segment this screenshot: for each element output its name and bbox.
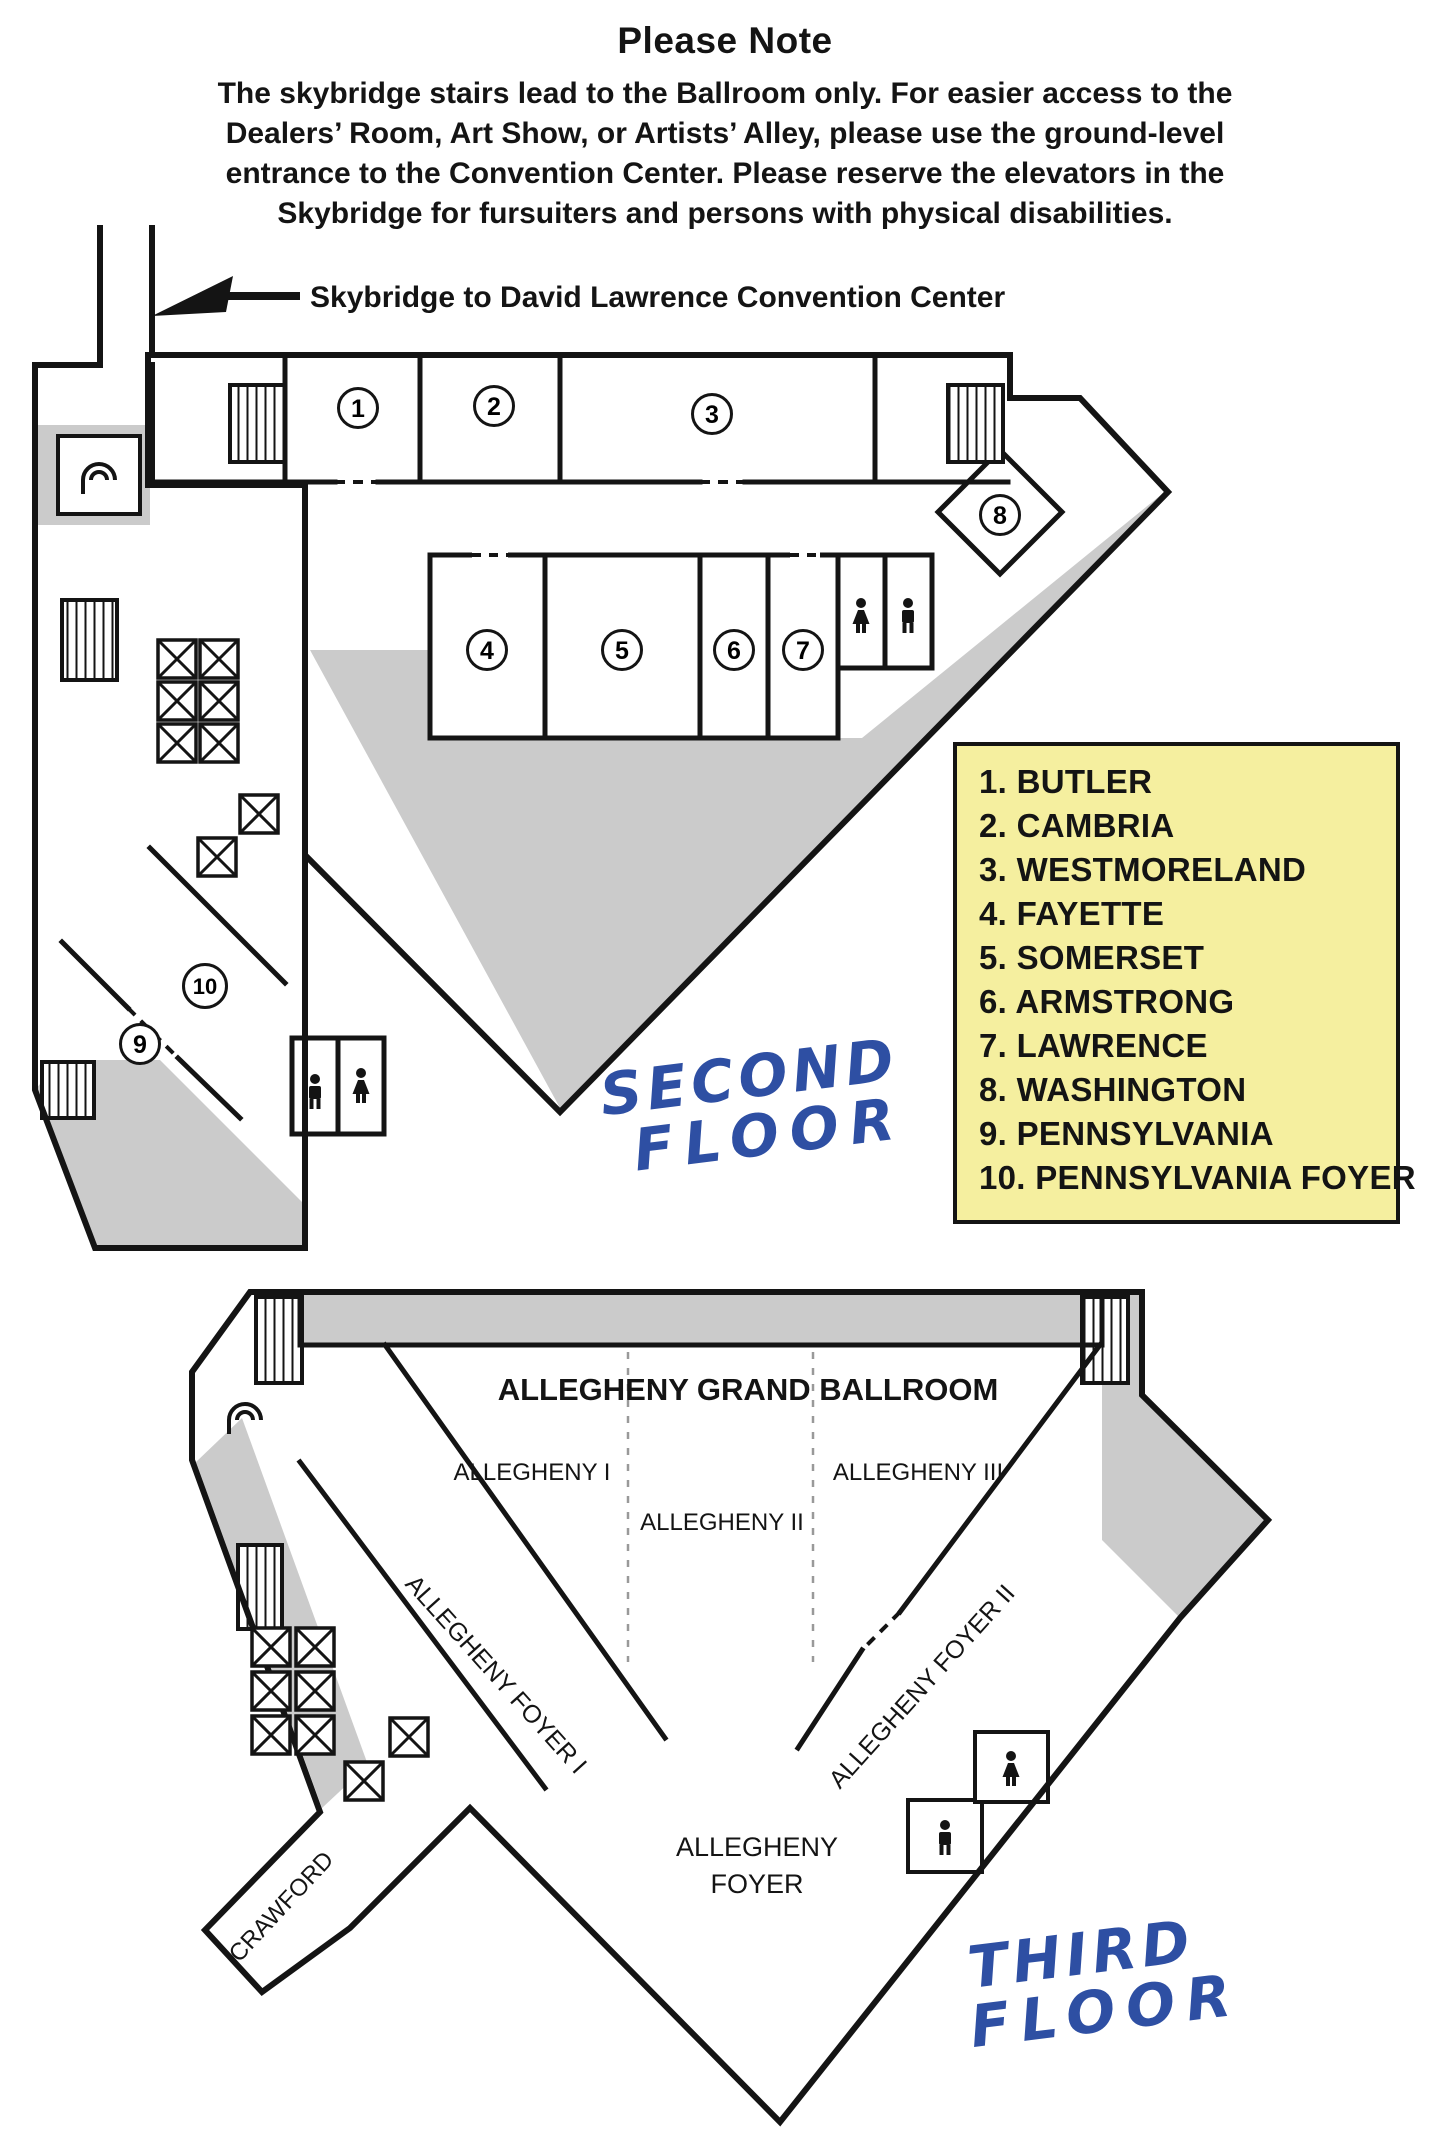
legend-item-pennsylvania: 9. PENNSYLVANIA bbox=[979, 1115, 1274, 1152]
third-floor-interior-walls bbox=[296, 1289, 1105, 1792]
elevator-x-icon bbox=[156, 680, 198, 722]
elevator-x-icon bbox=[238, 793, 280, 835]
elevator-x-icon bbox=[198, 680, 240, 722]
door-openings-dashed bbox=[126, 480, 745, 1060]
stairs-hatch-icon bbox=[236, 1543, 284, 1631]
room-marker-6: 6 bbox=[713, 629, 755, 671]
stairs-hatch-icon bbox=[40, 1060, 96, 1120]
legend-item-lawrence: 7. LAWRENCE bbox=[979, 1027, 1208, 1064]
svg-text:6: 6 bbox=[727, 637, 741, 665]
skybridge-callout: Skybridge to David Lawrence Convention C… bbox=[152, 276, 1005, 316]
elevator-x-icon bbox=[250, 1670, 292, 1712]
ballroom-section-dividers bbox=[626, 1352, 815, 1662]
legend-item-pennsylvania-foyer: 10. PENNSYLVANIA FOYER bbox=[979, 1159, 1416, 1196]
second-floor-outer-walls bbox=[32, 225, 1173, 1251]
legend-item-somerset: 5. SOMERSET bbox=[979, 939, 1205, 976]
allegheny-foyer-label-line1: ALLEGHENY bbox=[676, 1832, 838, 1862]
grand-ballroom-label: ALLEGHENY GRAND BALLROOM bbox=[498, 1372, 999, 1407]
stairs-hatch-icon bbox=[1080, 1295, 1130, 1385]
elevator-x-icon bbox=[343, 1760, 385, 1802]
room-marker-10: 10 bbox=[182, 963, 228, 1009]
svg-text:7: 7 bbox=[796, 637, 810, 665]
west-wing-corridor-shading bbox=[35, 1060, 305, 1248]
legend-item-fayette: 4. FAYETTE bbox=[979, 895, 1165, 932]
please-note: Please Note The skybridge stairs lead to… bbox=[0, 20, 1450, 234]
room-marker-4: 4 bbox=[466, 629, 508, 671]
east-corridor-shading bbox=[1102, 1292, 1268, 1618]
room-marker-7: 7 bbox=[782, 629, 824, 671]
west-wing-outline bbox=[32, 362, 308, 1251]
note-title: Please Note bbox=[617, 20, 833, 61]
allegheny-foyer-label-line2: FOYER bbox=[710, 1869, 803, 1899]
room-marker-1: 1 bbox=[337, 387, 379, 429]
ballroom-door-dashed bbox=[860, 1610, 902, 1652]
stairs-group bbox=[40, 383, 1005, 1120]
elevator-x-icon bbox=[198, 722, 240, 764]
elevator-x-icon bbox=[388, 1716, 430, 1758]
elevator-x-icon bbox=[294, 1670, 336, 1712]
elevator-bank bbox=[156, 638, 280, 878]
room-marker-5: 5 bbox=[601, 629, 643, 671]
elevator-x-icon bbox=[156, 722, 198, 764]
room-marker-9: 9 bbox=[119, 1023, 161, 1065]
legend-item-westmoreland: 3. WESTMORELAND bbox=[979, 851, 1307, 888]
stairs-hatch-icon bbox=[60, 598, 119, 682]
restroom-room bbox=[906, 1798, 984, 1874]
svg-text:10: 10 bbox=[193, 974, 217, 999]
arrow-left-icon bbox=[152, 276, 233, 316]
stairs-hatch-icon bbox=[254, 1295, 304, 1385]
allegheny-2-label: ALLEGHENY II bbox=[640, 1509, 804, 1536]
legend-item-butler: 1. BUTLER bbox=[979, 763, 1153, 800]
skybridge-corridor-walls bbox=[97, 225, 155, 368]
room-number-markers: 1 2 3 4 5 6 7 8 9 10 bbox=[119, 385, 1021, 1065]
escalator-box bbox=[56, 434, 142, 516]
elevator-x-icon bbox=[294, 1714, 336, 1756]
note-body: The skybridge stairs lead to the Ballroo… bbox=[217, 77, 1233, 230]
second-floor-corridor-shading bbox=[310, 494, 1162, 1108]
stairs-hatch-icon bbox=[946, 383, 1005, 464]
svg-text:5: 5 bbox=[615, 637, 629, 665]
svg-text:8: 8 bbox=[993, 502, 1007, 530]
room-marker-2: 2 bbox=[473, 385, 515, 427]
room-marker-8: 8 bbox=[979, 494, 1021, 536]
room-marker-3: 3 bbox=[691, 393, 733, 435]
svg-text:9: 9 bbox=[133, 1031, 147, 1059]
ballroom-back-corridor-shading bbox=[300, 1295, 1102, 1345]
svg-text:2: 2 bbox=[487, 393, 501, 421]
allegheny-3-label: ALLEGHENY III bbox=[833, 1459, 1003, 1486]
svg-text:4: 4 bbox=[480, 637, 494, 665]
elevator-x-icon bbox=[196, 836, 238, 878]
elevator-x-icon bbox=[156, 638, 198, 680]
legend-item-cambria: 2. CAMBRIA bbox=[979, 807, 1175, 844]
second-floor-interior-walls bbox=[58, 355, 1011, 1137]
room-legend: 1. BUTLER 2. CAMBRIA 3. WESTMORELAND 4. … bbox=[953, 742, 1416, 1224]
skybridge-label: Skybridge to David Lawrence Convention C… bbox=[310, 281, 1005, 314]
elevator-x-icon bbox=[250, 1714, 292, 1756]
second-floor-plan: Skybridge to David Lawrence Convention C… bbox=[32, 225, 1173, 1251]
third-floor-labels: ALLEGHENY GRAND BALLROOM ALLEGHENY I ALL… bbox=[224, 1372, 1021, 1967]
svg-text:1: 1 bbox=[351, 395, 365, 423]
allegheny-1-label: ALLEGHENY I bbox=[454, 1459, 611, 1486]
svg-text:3: 3 bbox=[705, 401, 719, 429]
legend-item-washington: 8. WASHINGTON bbox=[979, 1071, 1247, 1108]
elevator-x-icon bbox=[198, 638, 240, 680]
legend-item-armstrong: 6. ARMSTRONG bbox=[979, 983, 1235, 1020]
third-floor-outline bbox=[189, 1289, 1273, 2127]
stairs-hatch-icon bbox=[228, 383, 287, 464]
elevator-x-icon bbox=[250, 1626, 292, 1668]
elevator-x-icon bbox=[294, 1626, 336, 1668]
